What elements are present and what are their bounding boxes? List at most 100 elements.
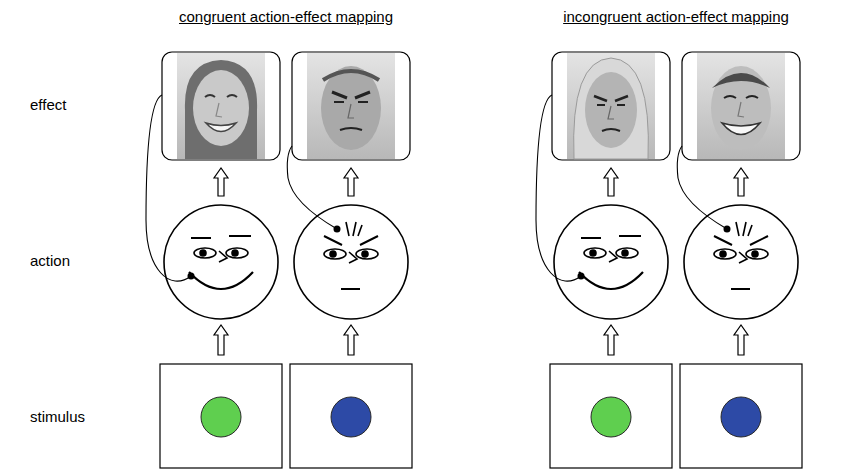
- eye: [714, 249, 736, 259]
- smile: [189, 272, 253, 289]
- eye: [226, 248, 248, 258]
- smile: [579, 272, 643, 289]
- effect-box: [162, 52, 280, 160]
- face: [711, 66, 771, 150]
- pupil: [752, 251, 758, 257]
- smiling-face-schematic: [164, 205, 278, 319]
- row-label: effect: [30, 96, 66, 114]
- photo-background: [177, 53, 265, 159]
- stimulus-box: [680, 364, 802, 468]
- brow: [750, 236, 768, 245]
- green-dot-stimulus: [591, 397, 631, 437]
- electrode-dot: [334, 226, 341, 233]
- pupil: [622, 250, 628, 256]
- frowning-face-schematic: [294, 205, 408, 319]
- electrode-wire: [287, 146, 337, 229]
- forehead-wrinkle: [346, 222, 349, 236]
- pupil: [362, 251, 368, 257]
- row-label: action: [30, 252, 70, 270]
- forehead-wrinkle: [743, 222, 746, 236]
- pupil: [720, 251, 726, 257]
- hollow-arrow: [214, 325, 228, 355]
- effect-photo-box: [162, 52, 280, 160]
- row-label: stimulus: [30, 408, 85, 426]
- frowning-face-schematic: [684, 205, 798, 319]
- hair: [712, 73, 770, 88]
- hollow-arrow: [214, 168, 228, 196]
- pupil: [232, 250, 238, 256]
- electrode-wire: [146, 95, 191, 281]
- face: [585, 72, 637, 148]
- smile: [206, 123, 236, 132]
- brow: [714, 236, 732, 245]
- hollow-arrow: [344, 168, 358, 196]
- photo-background: [307, 53, 395, 159]
- long-hair: [574, 58, 649, 159]
- nose: [739, 252, 747, 263]
- photo-background: [697, 53, 785, 159]
- eye: [584, 248, 606, 258]
- effect-photo-box: [292, 52, 410, 160]
- eyes: [724, 96, 758, 98]
- brow: [581, 237, 601, 239]
- effect-photo-box: [552, 52, 670, 160]
- hollow-arrow: [734, 168, 748, 196]
- head-outline: [554, 205, 668, 319]
- face: [321, 66, 381, 150]
- smile: [722, 123, 760, 135]
- stimulus-box: [550, 364, 672, 468]
- stimulus-boxes: [160, 364, 802, 468]
- electrode-wire: [677, 146, 727, 229]
- eye: [746, 249, 768, 259]
- mouth: [341, 288, 360, 290]
- eye: [324, 249, 346, 259]
- hair: [323, 71, 379, 80]
- head-outline: [164, 205, 278, 319]
- electrode-dot: [724, 226, 731, 233]
- forehead-wrinkle: [358, 225, 362, 236]
- pupil: [330, 251, 336, 257]
- hollow-arrow: [734, 325, 748, 355]
- green-dot-stimulus: [201, 397, 241, 437]
- eyes: [334, 101, 368, 103]
- blue-dot-stimulus: [331, 397, 371, 437]
- brow: [324, 236, 342, 245]
- forehead-wrinkle: [736, 222, 739, 236]
- hollow-arrows: [214, 168, 748, 355]
- hollow-arrow: [344, 325, 358, 355]
- nose: [219, 251, 227, 262]
- frowning-brows: [594, 96, 628, 101]
- nose: [216, 103, 222, 117]
- stimulus-box: [290, 364, 412, 468]
- eyes: [205, 95, 237, 97]
- electrode-wires: [146, 95, 727, 281]
- brow: [229, 235, 251, 237]
- column-group-heading: incongruent action-effect mapping: [563, 8, 789, 26]
- hair: [185, 60, 257, 159]
- face: [193, 70, 249, 146]
- pupil: [590, 250, 596, 256]
- hollow-arrow: [604, 325, 618, 355]
- head-outline: [294, 205, 408, 319]
- effect-photo-box: [682, 52, 800, 160]
- photo-background: [567, 53, 655, 159]
- nose: [609, 251, 617, 262]
- effect-box: [292, 52, 410, 160]
- electrode-dot: [578, 273, 585, 280]
- eyes: [597, 104, 625, 106]
- brow: [360, 236, 378, 245]
- smiling-face-schematic: [554, 205, 668, 319]
- forehead-wrinkle: [353, 222, 356, 236]
- effect-box: [682, 52, 800, 160]
- head-outline: [684, 205, 798, 319]
- brow: [191, 237, 211, 239]
- forehead-wrinkle: [748, 225, 752, 236]
- eye: [356, 249, 378, 259]
- tight-mouth: [602, 129, 620, 131]
- stimulus-box: [160, 364, 282, 468]
- tight-mouth: [340, 128, 362, 130]
- mouth: [731, 288, 750, 290]
- electrode-wire: [536, 95, 581, 281]
- frowning-brows: [332, 92, 370, 98]
